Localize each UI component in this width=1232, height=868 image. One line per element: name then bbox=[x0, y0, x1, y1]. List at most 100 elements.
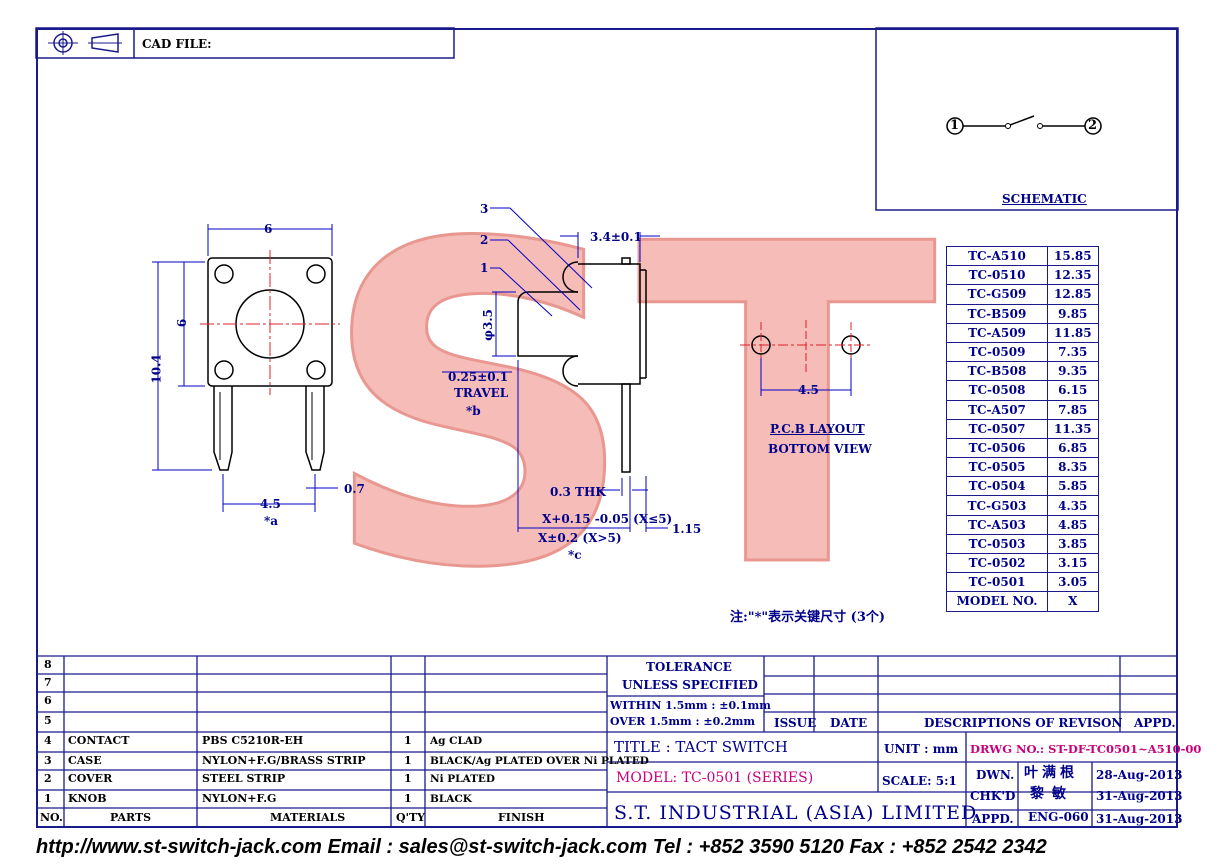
dwn-label: DWN. bbox=[976, 768, 1015, 782]
tolerance-within: WITHIN 1.5mm : ±0.1mm bbox=[610, 699, 771, 712]
dim-height: 6 bbox=[175, 318, 190, 328]
bom-no-header: NO. bbox=[40, 811, 63, 824]
bom-qty: 1 bbox=[404, 734, 412, 747]
bom-no: 3 bbox=[44, 754, 52, 767]
dim-pin-width: 0.7 bbox=[344, 482, 365, 496]
rev-desc-header: DESCRIPTIONS OF REVISON bbox=[924, 716, 1123, 730]
travel-label: TRAVEL bbox=[454, 386, 509, 400]
bom-no: 1 bbox=[44, 792, 52, 805]
callout-3: 3 bbox=[480, 202, 489, 216]
model-number: TC-0510 bbox=[946, 265, 1048, 286]
dim-side-depth: 3.4±0.1 bbox=[590, 230, 642, 244]
bom-mat: PBS C5210R-EH bbox=[202, 734, 304, 747]
bom-part: CASE bbox=[68, 754, 102, 767]
bom-no: 6 bbox=[44, 694, 52, 707]
tolerance-title: TOLERANCE bbox=[646, 660, 732, 674]
model-number: TC-0503 bbox=[946, 533, 1048, 555]
bom-fin: Ag CLAD bbox=[430, 735, 483, 747]
schematic-title: SCHEMATIC bbox=[1002, 192, 1087, 206]
pcb-layout bbox=[740, 320, 872, 396]
dwn-date: 28-Aug-2013 bbox=[1096, 768, 1183, 782]
drawing-number: DRWG NO.: ST-DF-TC0501~A510-00 bbox=[970, 742, 1202, 756]
model-x-value: 7.85 bbox=[1047, 399, 1099, 420]
model-x-value: 8.35 bbox=[1047, 457, 1099, 478]
model-x-value: 11.35 bbox=[1047, 418, 1099, 439]
schematic-pin2: 2 bbox=[1088, 118, 1098, 133]
model-x-value: 7.35 bbox=[1047, 341, 1099, 363]
dim-x-tol2: X±0.2 (X>5) bbox=[538, 531, 622, 545]
bom-grid bbox=[36, 655, 1178, 828]
callout-1: 1 bbox=[480, 261, 489, 275]
contact-footer: http://www.st-switch-jack.com Email : sa… bbox=[36, 836, 1047, 858]
model-x-value: 3.05 bbox=[1047, 572, 1099, 593]
bom-qty: 1 bbox=[404, 754, 412, 767]
model-x-value: 11.85 bbox=[1047, 322, 1099, 343]
model-number: TC-G509 bbox=[946, 284, 1048, 305]
model-x-value: 15.85 bbox=[1047, 245, 1099, 267]
rev-issue-header: ISSUE bbox=[774, 716, 817, 730]
bom-mat: NYLON+F.G/BRASS STRIP bbox=[202, 754, 366, 767]
model-x-value: 9.85 bbox=[1047, 303, 1099, 324]
side-view bbox=[517, 257, 647, 473]
bom-part: COVER bbox=[68, 772, 113, 785]
model-x-value: 6.15 bbox=[1047, 380, 1099, 401]
tolerance-over: OVER 1.5mm : ±0.2mm bbox=[610, 715, 756, 728]
model-x-value: 12.85 bbox=[1047, 284, 1099, 305]
model-x-value: 6.85 bbox=[1047, 437, 1099, 459]
bom-part: CONTACT bbox=[68, 734, 130, 747]
model-number: TC-A503 bbox=[946, 514, 1048, 535]
schematic-pin1: 1 bbox=[950, 118, 960, 133]
bom-mat-header: MATERIALS bbox=[270, 811, 346, 824]
model-number: TC-B508 bbox=[946, 361, 1048, 382]
dim-x-tol1: X+0.15 -0.05 (X≤5) bbox=[542, 512, 673, 526]
model-number: TC-0508 bbox=[946, 380, 1048, 401]
model-number: TC-A507 bbox=[946, 399, 1048, 420]
callout-2: 2 bbox=[480, 233, 489, 247]
bom-part-header: PARTS bbox=[110, 811, 152, 824]
dim-travel: 0.25±0.1 bbox=[448, 370, 509, 384]
pcb-subtitle: BOTTOM VIEW bbox=[768, 442, 872, 456]
bom-qty: 1 bbox=[404, 772, 412, 785]
bom-part: KNOB bbox=[68, 792, 107, 805]
model-header: MODEL NO. bbox=[946, 591, 1048, 612]
model-number: TC-0502 bbox=[946, 552, 1048, 574]
bom-fin: Ni PLATED bbox=[430, 773, 496, 785]
key-dim-a: *a bbox=[264, 514, 279, 528]
scale-label: SCALE: 5:1 bbox=[882, 774, 957, 788]
appd-name: ENG-060 bbox=[1028, 810, 1089, 824]
model-x-value: 3.85 bbox=[1047, 533, 1099, 555]
dim-pin-offset: 1.15 bbox=[672, 522, 702, 536]
model-number: TC-0509 bbox=[946, 341, 1048, 363]
rev-appd-header: APPD. bbox=[1134, 716, 1176, 730]
bom-no: 2 bbox=[44, 772, 52, 785]
watermark-letters: ST bbox=[320, 152, 939, 664]
dim-width: 6 bbox=[264, 222, 273, 236]
rev-date-header: DATE bbox=[830, 716, 868, 730]
model-x-value: 9.35 bbox=[1047, 361, 1099, 382]
pcb-title: P.C.B LAYOUT bbox=[770, 422, 865, 436]
dim-thickness: 0.3 THK bbox=[550, 485, 606, 499]
tolerance-sub: UNLESS SPECIFIED bbox=[622, 678, 758, 692]
bom-mat: STEEL STRIP bbox=[202, 772, 286, 785]
model-label: MODEL: TC-0501 (SERIES) bbox=[616, 770, 814, 786]
cad-file-box bbox=[35, 27, 455, 59]
model-number: TC-A509 bbox=[946, 322, 1048, 343]
model-number: TC-G503 bbox=[946, 495, 1048, 516]
model-number: TC-0501 bbox=[946, 572, 1048, 593]
model-number: TC-0505 bbox=[946, 457, 1048, 478]
bom-fin: BLACK/Ag PLATED OVER Ni PLATED bbox=[430, 755, 649, 767]
bom-fin-header: FINISH bbox=[498, 811, 545, 824]
